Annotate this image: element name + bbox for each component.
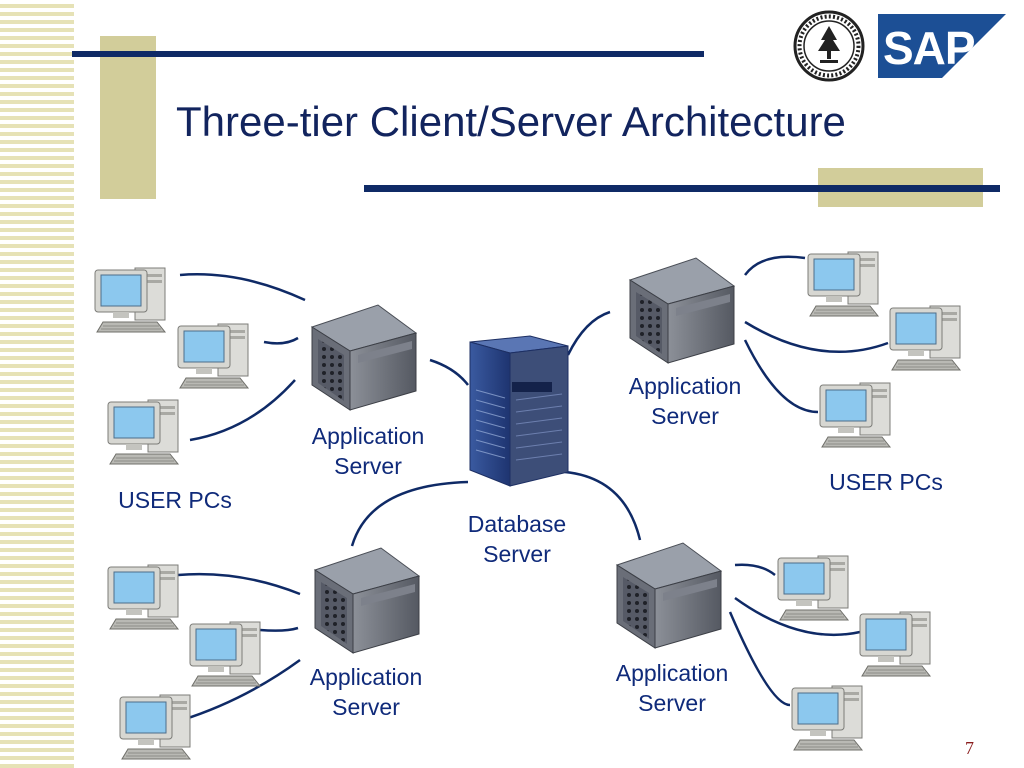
connector-line	[429, 358, 469, 386]
connector-line	[177, 572, 301, 596]
connector-line	[734, 596, 861, 636]
user-pc-icon	[807, 251, 879, 317]
user-pc-icon	[94, 267, 166, 333]
user-pc-group-bottom-left	[107, 564, 261, 760]
user-pc-icon	[177, 323, 249, 389]
user-pc-group-top-left	[94, 267, 249, 465]
university-seal-icon	[793, 10, 865, 82]
connector-line	[189, 379, 296, 442]
user-pcs-label: USER PCs	[118, 487, 232, 513]
connection-lines	[177, 255, 889, 722]
connector-line	[744, 320, 889, 353]
connector-line	[181, 658, 301, 722]
application-server-icon	[314, 547, 420, 654]
connector-line	[728, 611, 791, 707]
university-seal-logo	[793, 10, 865, 82]
connector-line	[263, 336, 299, 345]
user-pc-icon	[819, 382, 891, 448]
application-server-icon	[629, 257, 735, 364]
title-rule-bottom	[364, 185, 1000, 192]
connector-line	[566, 310, 611, 356]
connector-line	[743, 255, 806, 276]
connector-line	[743, 339, 819, 414]
connector-line	[734, 563, 776, 576]
application-server-icon	[616, 542, 722, 649]
user-pc-icon	[119, 694, 191, 760]
accent-block-top	[100, 36, 156, 199]
user-pc-icon	[777, 555, 849, 621]
user-pc-icon	[107, 399, 179, 465]
slide-title: Three-tier Client/Server Architecture	[176, 98, 846, 145]
left-stripes	[0, 0, 74, 768]
page-number: 7	[965, 738, 974, 758]
user-pc-icon	[107, 564, 179, 630]
connector-line	[179, 273, 306, 302]
connector-line	[564, 470, 642, 541]
connector-line	[350, 480, 469, 547]
connector-line	[259, 626, 299, 632]
user-pcs-label: USER PCs	[829, 469, 943, 495]
user-pc-group-bottom-right	[777, 555, 931, 751]
application-server-icon	[311, 304, 417, 411]
user-pc-icon	[859, 611, 931, 677]
database-server-icon	[469, 335, 569, 487]
user-pc-group-top-right	[807, 251, 961, 448]
sap-logo-text: SAP	[883, 22, 975, 74]
sap-logo: SAP	[878, 14, 1006, 78]
user-pc-icon	[189, 621, 261, 687]
user-pc-icon	[791, 685, 863, 751]
title-rule-top	[72, 51, 704, 57]
user-pc-icon	[889, 305, 961, 371]
